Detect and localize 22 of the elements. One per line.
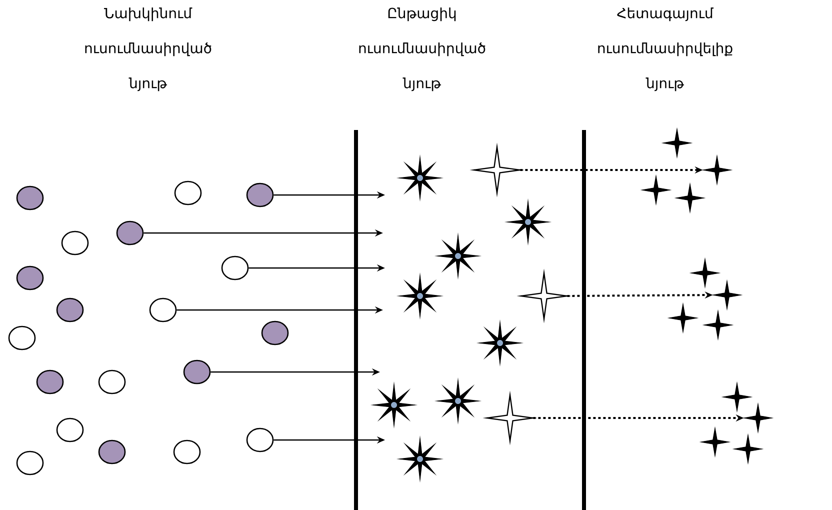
particle bbox=[173, 440, 201, 464]
particle bbox=[16, 186, 44, 210]
particle bbox=[98, 440, 126, 464]
particle bbox=[61, 230, 89, 256]
particle bbox=[221, 256, 249, 280]
particle bbox=[149, 298, 177, 322]
heading: Ընթացիկ ուսումնասիրված նյութ bbox=[359, 8, 486, 92]
particle bbox=[116, 220, 144, 246]
particle bbox=[174, 180, 202, 206]
particle bbox=[183, 360, 211, 384]
particle bbox=[98, 370, 126, 394]
particle bbox=[261, 320, 289, 346]
heading: Հետագայում ուսումնասիրվելիք նյութ bbox=[598, 8, 732, 92]
particle bbox=[16, 266, 44, 290]
heading: Նախկինում ուսումնասիրված նյութ bbox=[85, 8, 212, 92]
particle bbox=[16, 450, 44, 476]
particle bbox=[56, 298, 84, 322]
particle bbox=[246, 182, 274, 208]
particle bbox=[246, 428, 274, 452]
particle bbox=[36, 370, 64, 394]
particle bbox=[56, 418, 84, 442]
particle bbox=[8, 326, 36, 350]
